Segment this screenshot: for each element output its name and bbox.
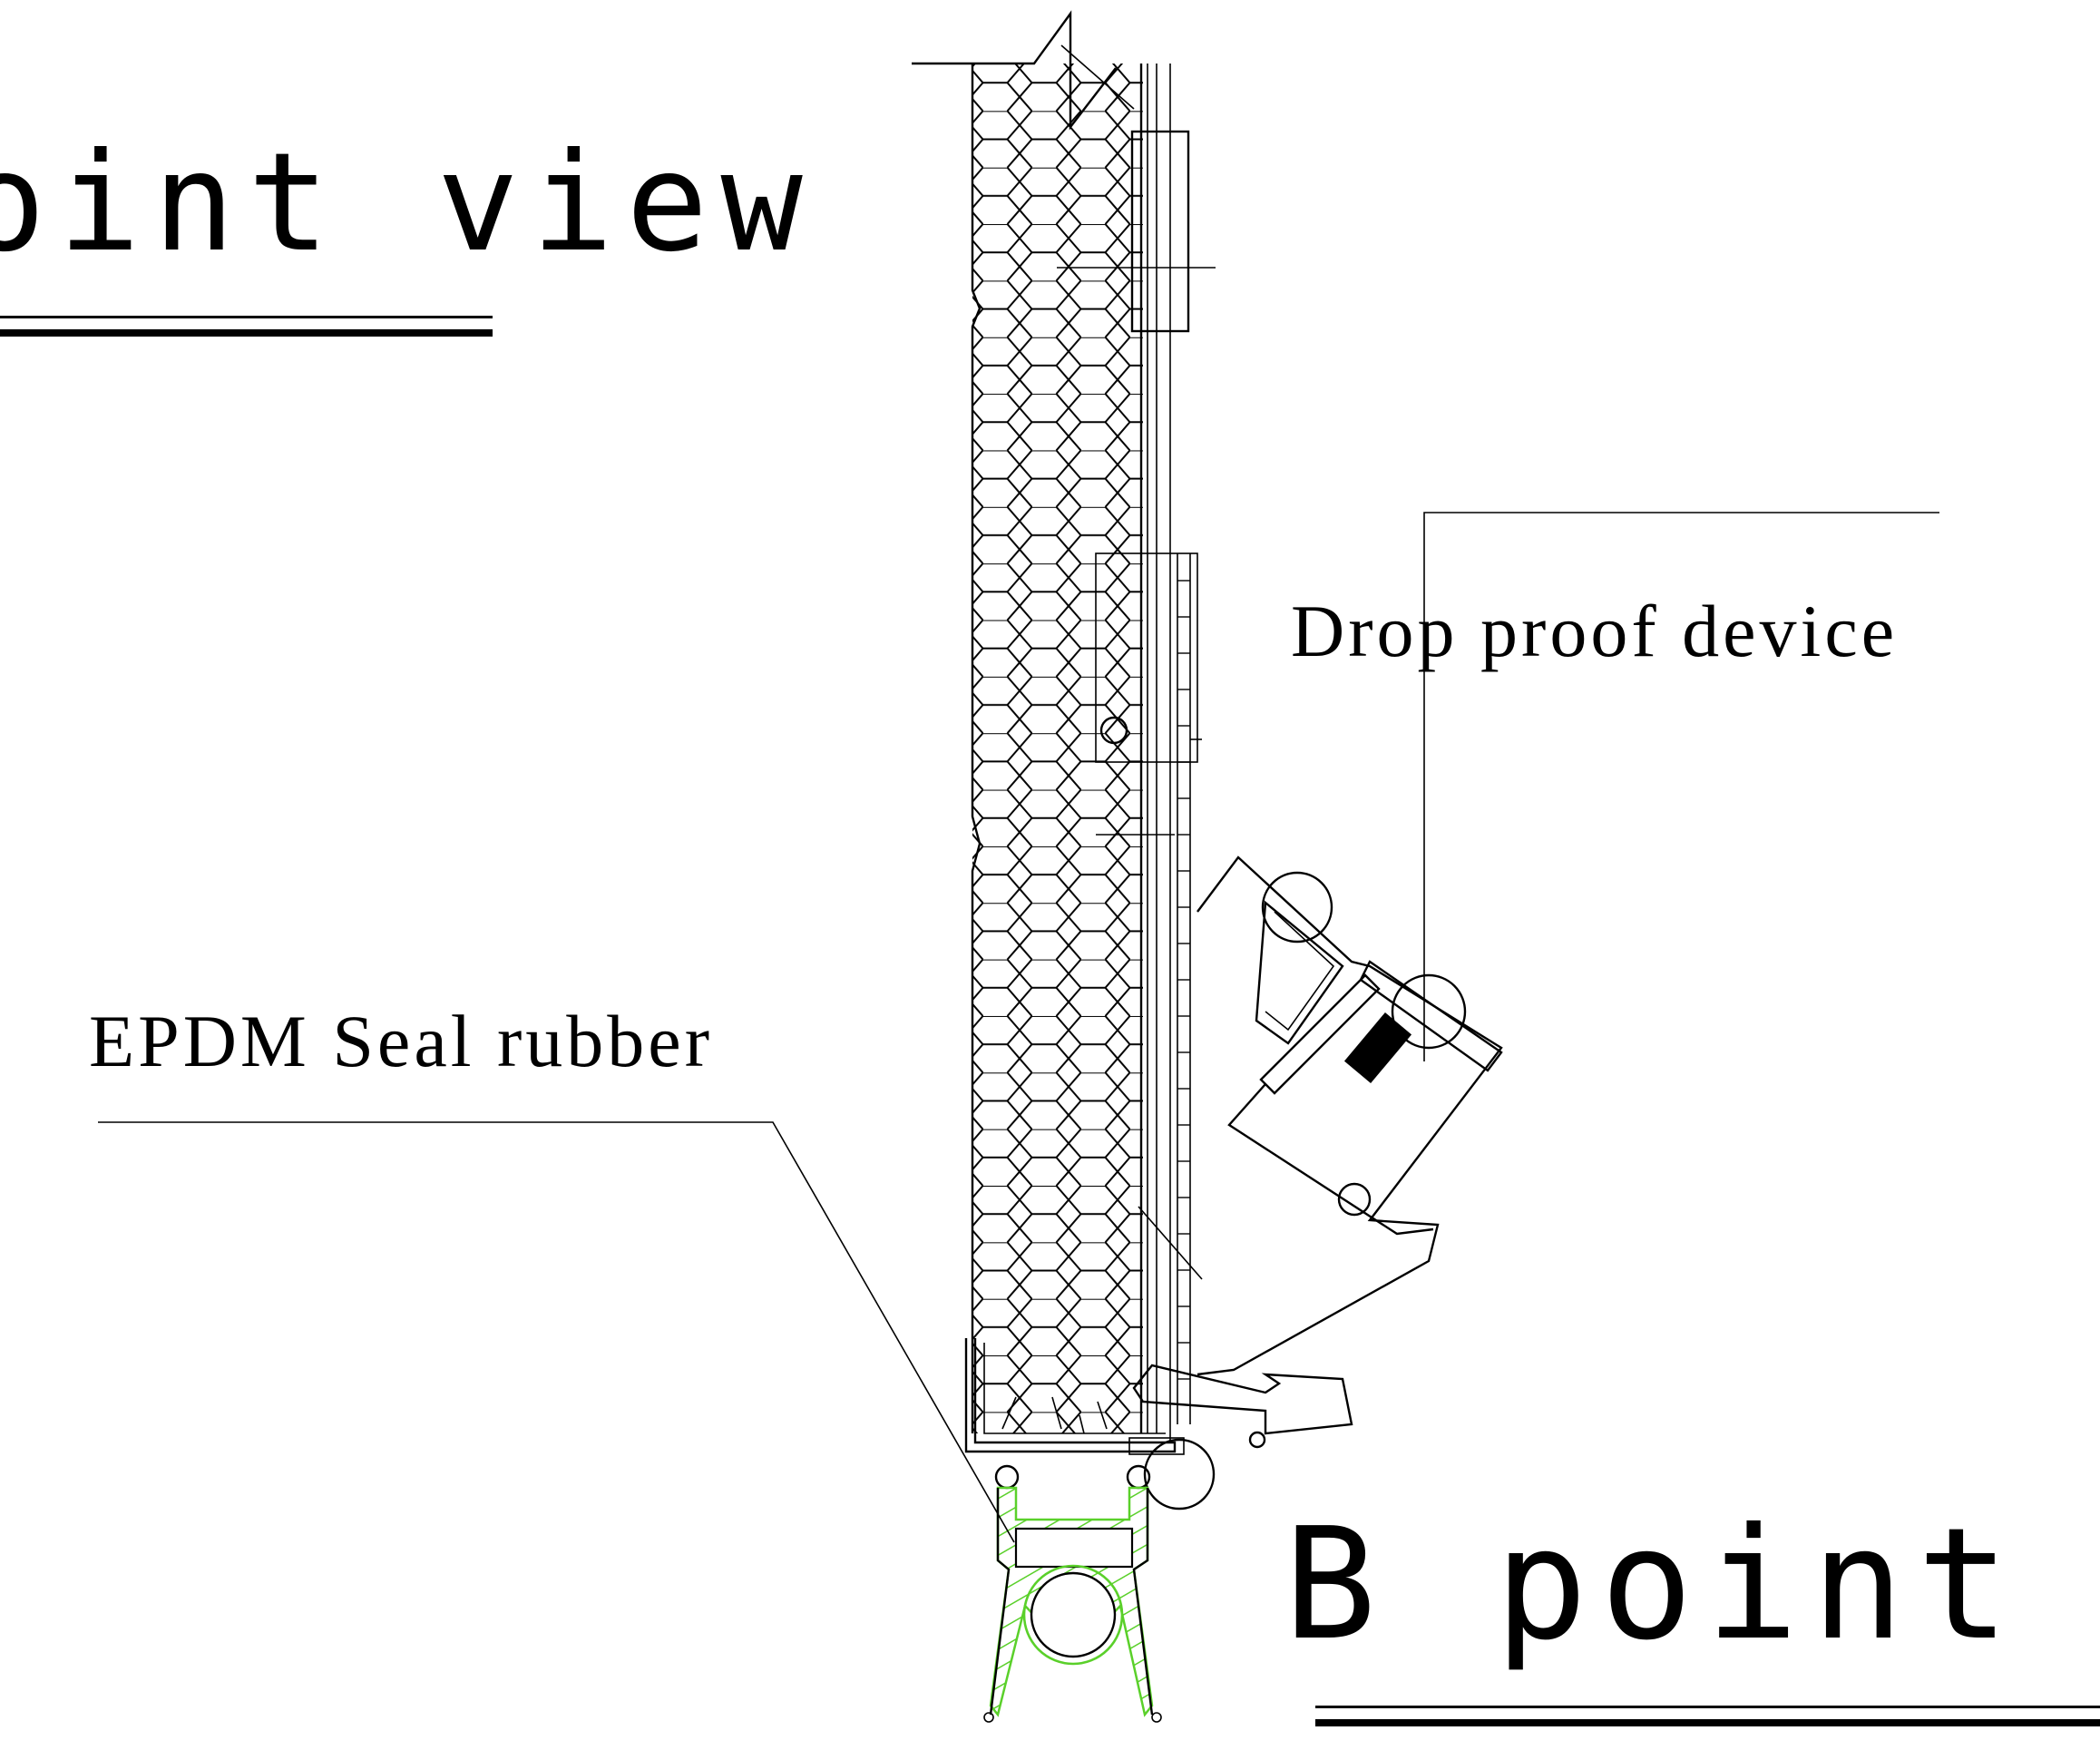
device-arm-2 <box>1259 973 1381 1095</box>
bottom-title-underline-thick <box>1315 1719 2100 1726</box>
epdm-seal-web <box>1014 1527 1134 1569</box>
seal-foot-marks <box>1001 1396 1108 1434</box>
title-underline-thick <box>0 329 493 337</box>
top-fitting <box>1057 130 1216 333</box>
callout-epdm: EPDM Seal rubber <box>89 1000 1015 1543</box>
seal-tip-left <box>983 1712 994 1723</box>
bottom-roller <box>1143 1438 1216 1511</box>
bottom-right-title: B point vi <box>1284 1495 2100 1675</box>
epdm-seal-bulb <box>1030 1571 1117 1658</box>
top-break-line <box>1060 44 1135 110</box>
bottom-channel <box>964 1338 1177 1453</box>
bottom-seal-assembly <box>964 1338 1216 1723</box>
track-pin <box>1099 716 1128 745</box>
epdm-seal-outline <box>989 1488 1154 1716</box>
device-arm-inner <box>1265 911 1335 1032</box>
bottom-channel-rail <box>1128 1437 1185 1455</box>
bottom-title-underline-thin <box>1315 1706 2100 1708</box>
epdm-seal-bulb-ring <box>1022 1564 1124 1666</box>
track-rungs <box>1177 580 1190 1380</box>
top-left-title-group: oint view <box>0 124 816 337</box>
panel-left-edge <box>971 64 982 1433</box>
device-plate <box>1359 960 1503 1072</box>
device-roller-top <box>1261 871 1333 944</box>
track-body <box>1095 552 1198 763</box>
honeycomb-core <box>972 64 1143 1433</box>
device-angle-line <box>1138 1206 1203 1280</box>
device-bottom-pin <box>1248 1431 1266 1449</box>
bottom-channel-inner <box>983 1343 1166 1434</box>
device-housing <box>1197 856 1503 1376</box>
vertical-track <box>1095 552 1202 1424</box>
device-pivot <box>1337 1182 1372 1217</box>
callout-drop-proof-leader <box>1423 512 1939 1061</box>
device-roller-right <box>1391 973 1467 1050</box>
seal-clip-left <box>994 1464 1020 1490</box>
top-fitting-body <box>1130 130 1190 333</box>
device-bottom-link <box>1132 1364 1353 1435</box>
callout-drop-proof-label: Drop proof device <box>1291 590 1898 672</box>
callout-epdm-leader <box>98 1121 1015 1543</box>
device-arm <box>1255 900 1344 1045</box>
door-panel <box>912 10 1171 1442</box>
callout-epdm-label: EPDM Seal rubber <box>89 1000 713 1082</box>
seal-clip-right <box>1126 1464 1151 1490</box>
seal-tip-right <box>1151 1712 1162 1723</box>
break-symbol <box>912 10 1117 131</box>
callout-drop-proof: Drop proof device <box>1291 512 1939 1061</box>
drop-proof-device <box>1132 856 1503 1449</box>
device-hook <box>1227 1083 1434 1236</box>
bottom-right-title-group: B point vi <box>1284 1495 2100 1726</box>
device-spring <box>1343 1012 1412 1084</box>
title-underline-thin <box>0 316 493 318</box>
top-left-title: oint view <box>0 124 816 282</box>
